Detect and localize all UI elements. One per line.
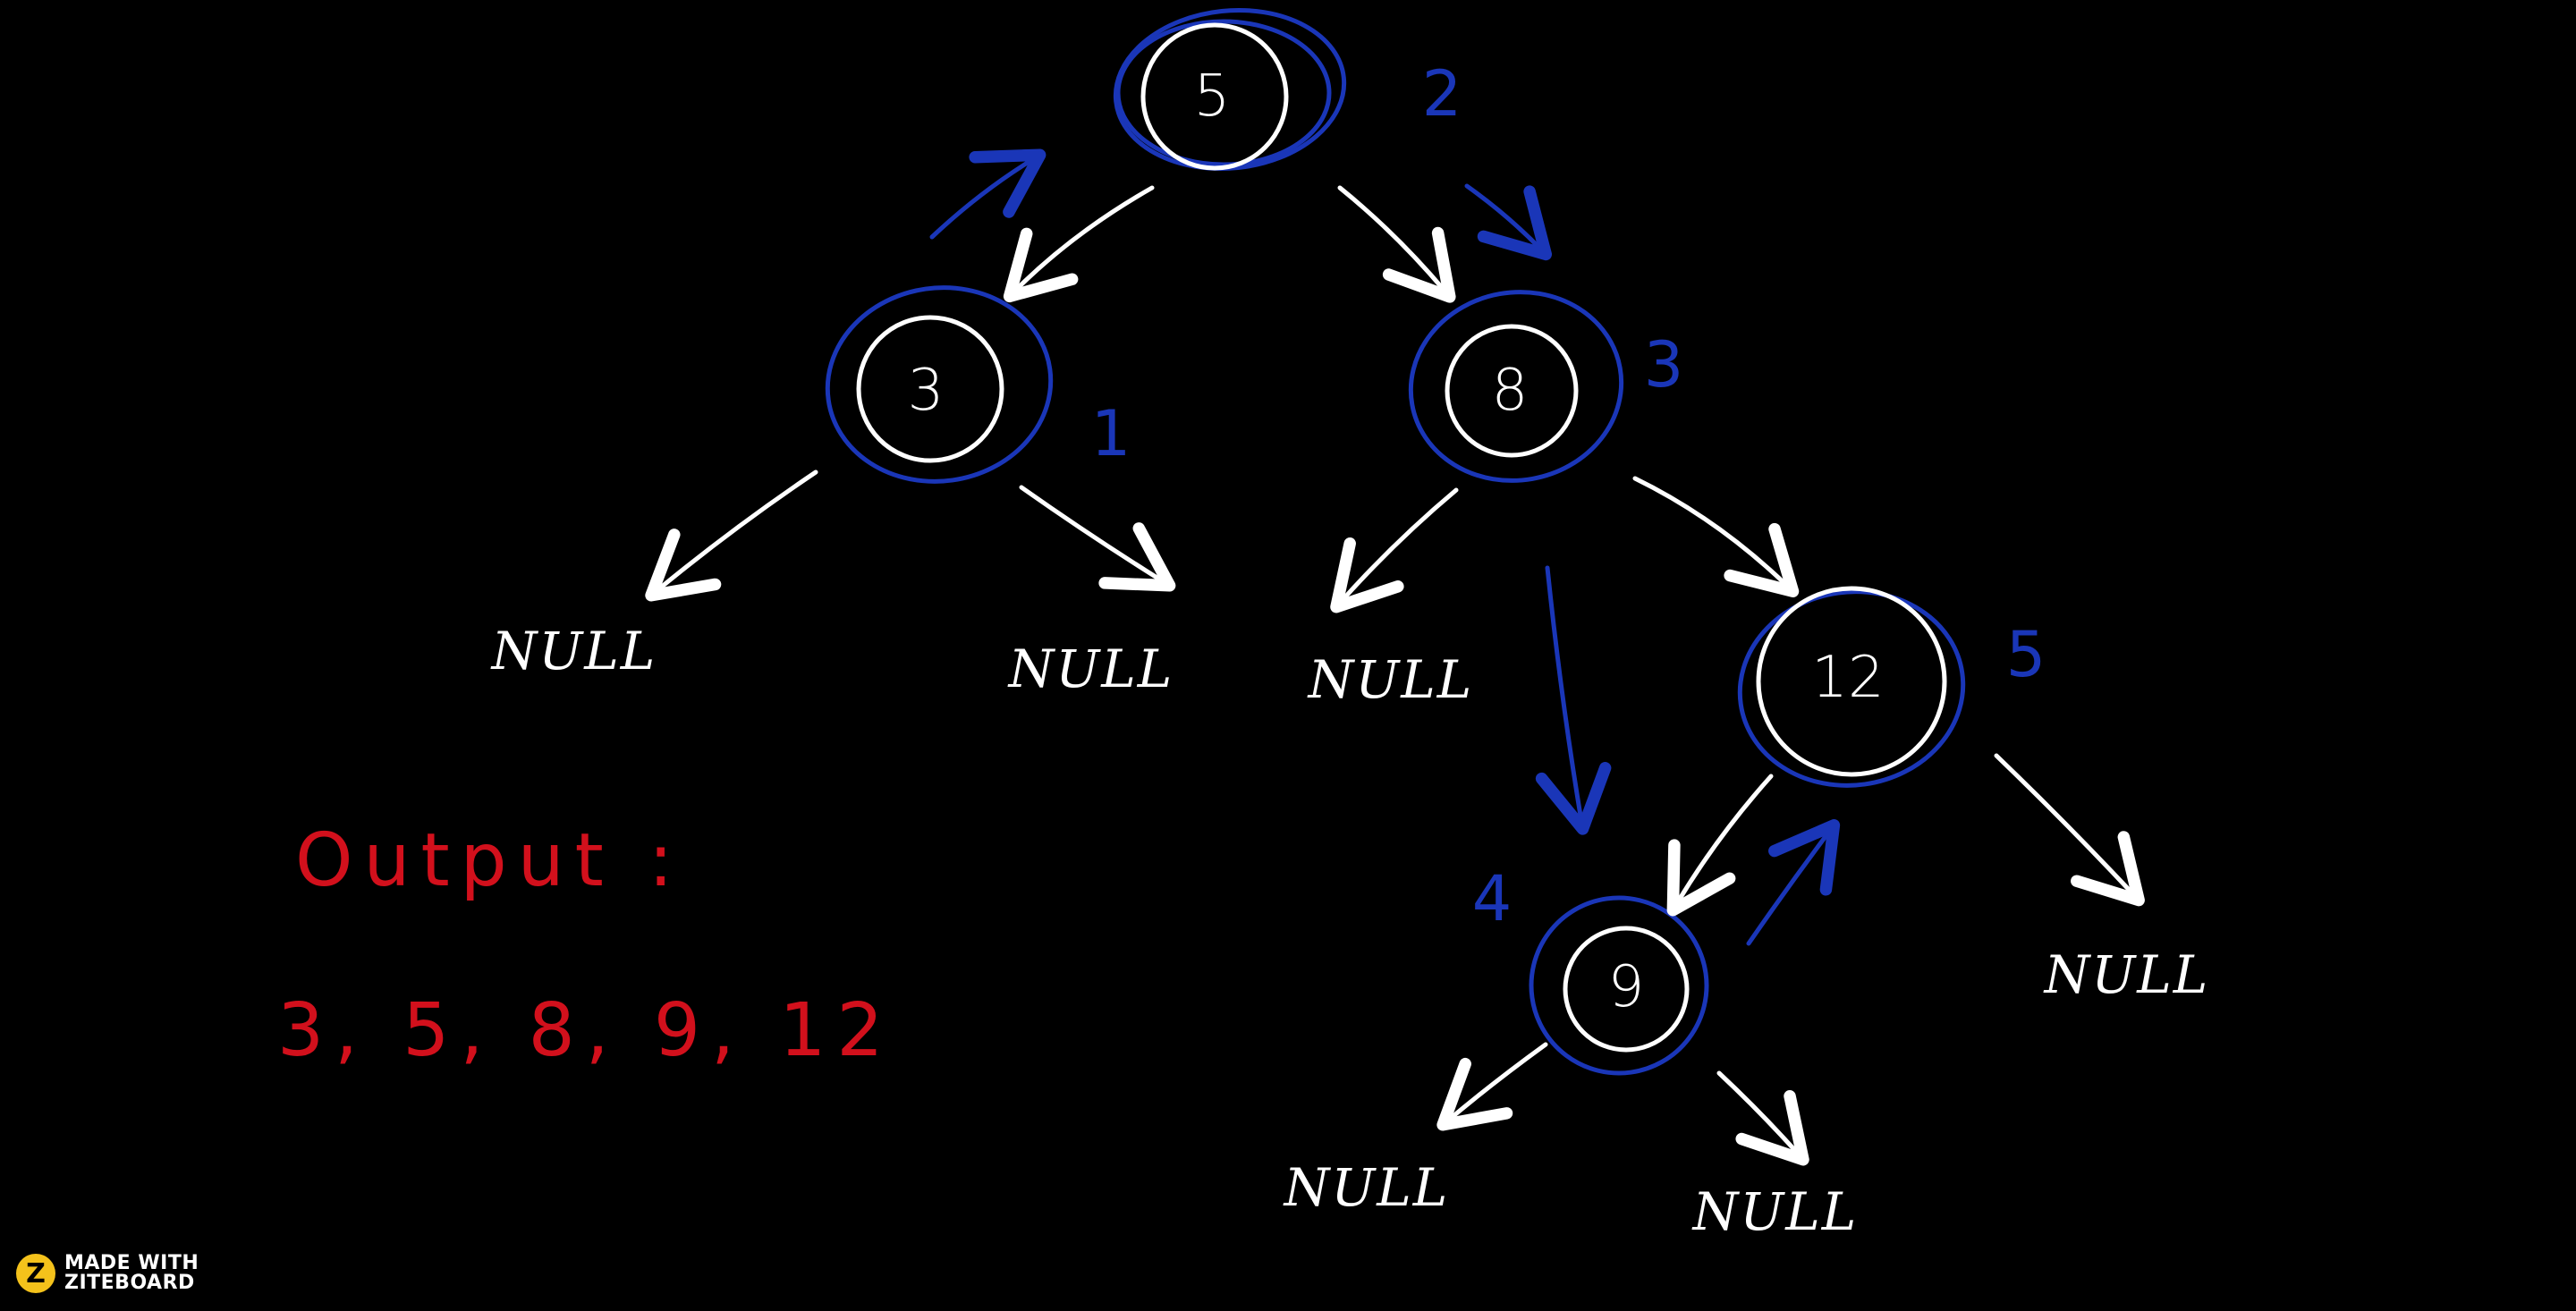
- traversal-arrow-3-to-5: [929, 148, 1046, 240]
- node-value: 5: [1194, 63, 1231, 130]
- traversal-highlight-ring: [825, 285, 1054, 484]
- null-leaf: NULL: [490, 621, 657, 681]
- watermark-text: MADE WITH ZITEBOARD: [64, 1254, 199, 1293]
- node-circle: [1756, 586, 1947, 777]
- visit-order-label: 3: [1644, 328, 1684, 402]
- visit-order-label: 1: [1091, 397, 1131, 470]
- null-leaf: NULL: [1283, 1157, 1450, 1218]
- null-leaf: NULL: [1007, 639, 1174, 699]
- tree-node-5: 5: [1113, 7, 1347, 172]
- ziteboard-logo-icon: Z: [16, 1254, 55, 1293]
- node-value: 8: [1492, 358, 1529, 424]
- node-value: 3: [908, 358, 945, 424]
- watermark-line-2: ZITEBOARD: [64, 1272, 195, 1294]
- traversal-arrow-9-to-12: [1746, 819, 1841, 946]
- null-leaf: NULL: [1307, 649, 1474, 710]
- watermark-line-1: MADE WITH: [64, 1252, 199, 1274]
- null-leaf: NULL: [1691, 1181, 1859, 1242]
- node-circle: [1140, 22, 1289, 171]
- edge-12-to-9: [1666, 774, 1774, 917]
- traversal-arrow-8-to-9: [1535, 565, 1612, 835]
- output-values: 3, 5, 8, 9, 12: [277, 988, 894, 1073]
- edge-8-to-12: [1632, 476, 1800, 597]
- node-circle: [1563, 926, 1690, 1053]
- traversal-highlight-ring: [1113, 7, 1347, 172]
- tree-node-8: 8: [1408, 290, 1624, 483]
- edge-8-to-null-left: [1330, 487, 1459, 613]
- traversal-arrow-5-to-8: [1464, 183, 1553, 261]
- visit-order-label: 4: [1472, 862, 1513, 935]
- node-circle: [1445, 324, 1579, 458]
- visit-order-label: 2: [1422, 57, 1462, 131]
- tree-node-3: 3: [825, 285, 1054, 484]
- ziteboard-watermark[interactable]: Z MADE WITH ZITEBOARD: [16, 1248, 213, 1298]
- edge-12-to-null-right: [1994, 753, 2145, 907]
- traversal-highlight-ring-inner: [1115, 19, 1332, 167]
- tree-node-12: 12: [1737, 586, 1966, 788]
- traversal-highlight-ring: [1408, 290, 1624, 483]
- traversal-highlight-ring: [1529, 895, 1709, 1076]
- edge-5-to-3: [1003, 185, 1155, 303]
- null-leaf: NULL: [2043, 944, 2210, 1005]
- node-circle: [856, 315, 1004, 463]
- edge-5-to-8: [1337, 185, 1456, 303]
- edge-9-to-null-left: [1436, 1042, 1548, 1131]
- edge-3-to-null-right: [1019, 485, 1176, 592]
- node-value: 12: [1811, 645, 1884, 711]
- traversal-highlight-ring: [1737, 589, 1966, 788]
- node-value: 9: [1608, 954, 1645, 1020]
- output-label: Output :: [295, 818, 684, 903]
- edge-3-to-null-left: [645, 469, 818, 602]
- edge-9-to-null-right: [1716, 1070, 1809, 1166]
- tree-node-9: 9: [1529, 895, 1709, 1076]
- visit-order-label: 5: [2006, 618, 2046, 691]
